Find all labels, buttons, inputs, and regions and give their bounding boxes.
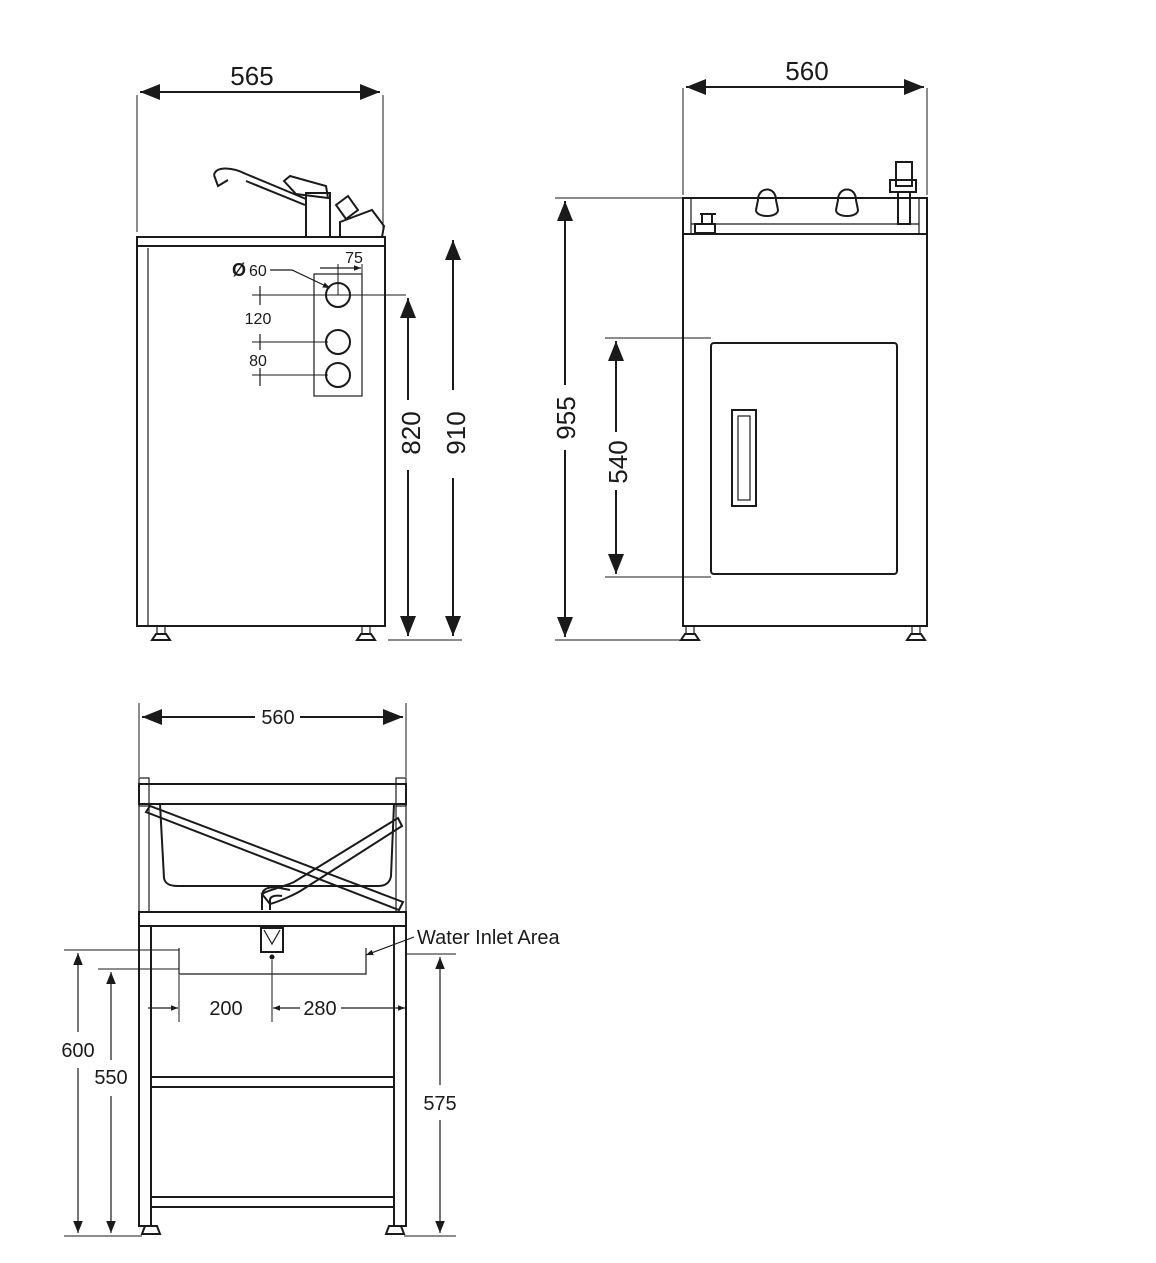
rear-width-label: 560 bbox=[261, 707, 294, 729]
front-height-955-dimension: 955 bbox=[551, 197, 683, 641]
rear-offset-dimension: 200 280 bbox=[148, 960, 407, 1022]
water-inlet-fitting-icon bbox=[260, 927, 284, 960]
hole-offset-dimension: 75 bbox=[320, 250, 363, 295]
side-height-820-label: 820 bbox=[396, 411, 426, 454]
diameter-symbol: Ø bbox=[232, 260, 246, 280]
rear-height-575-label: 575 bbox=[423, 1093, 456, 1115]
front-door-540-dimension: 540 bbox=[603, 337, 711, 578]
front-door-540-label: 540 bbox=[603, 440, 633, 483]
door-handle-icon bbox=[731, 409, 757, 507]
side-faucet-icon bbox=[213, 167, 386, 238]
soap-dispenser-icon bbox=[694, 213, 716, 234]
hole-spacing-bottom-label: 80 bbox=[249, 353, 267, 370]
side-width-dimension: 565 bbox=[136, 61, 384, 232]
rear-height-550-dimension: 550 bbox=[94, 968, 179, 1233]
water-inlet-area: Water Inlet Area bbox=[178, 927, 561, 975]
rear-shelf-rail bbox=[150, 1076, 395, 1088]
rear-bottom-rail bbox=[150, 1196, 395, 1208]
hole-spacing-top-label: 120 bbox=[245, 311, 272, 328]
drain-pipe-icon bbox=[261, 886, 291, 910]
side-width-label: 565 bbox=[230, 61, 273, 91]
front-cabinet-body bbox=[682, 233, 928, 627]
front-view: 560 bbox=[551, 56, 928, 641]
front-door bbox=[710, 342, 898, 575]
front-width-label: 560 bbox=[785, 56, 828, 86]
side-view: 565 Ø 60 bbox=[136, 61, 471, 641]
front-width-dimension: 560 bbox=[682, 56, 928, 195]
front-faucet-icon bbox=[889, 161, 917, 225]
water-inlet-callout-label: Water Inlet Area bbox=[417, 927, 561, 949]
rear-offset-280-label: 280 bbox=[303, 998, 336, 1020]
front-feet bbox=[679, 625, 927, 641]
hole-diameter-callout: Ø 60 bbox=[232, 260, 331, 289]
rear-height-600-label: 600 bbox=[61, 1040, 94, 1062]
front-sink-deck bbox=[682, 197, 928, 235]
side-height-820-dimension: 820 bbox=[396, 298, 426, 636]
side-hole-3 bbox=[325, 362, 351, 388]
rear-sink-basin bbox=[159, 803, 395, 887]
hole-spacing-dimension: 120 80 bbox=[245, 286, 406, 386]
rear-right-leg bbox=[393, 925, 407, 1227]
rear-height-575-dimension: 575 bbox=[404, 953, 457, 1237]
side-feet bbox=[150, 625, 377, 641]
front-height-955-label: 955 bbox=[551, 396, 581, 439]
rear-feet bbox=[140, 1225, 406, 1235]
rear-height-600-dimension: 600 bbox=[61, 949, 179, 1237]
rear-height-550-label: 550 bbox=[94, 1067, 127, 1089]
side-hole-2 bbox=[325, 329, 351, 355]
tap-knob-left-icon bbox=[754, 188, 780, 217]
rear-offset-200-label: 200 bbox=[209, 998, 242, 1020]
rear-cross-brace bbox=[144, 804, 405, 912]
side-countertop bbox=[136, 236, 386, 247]
tap-knob-right-icon bbox=[834, 188, 860, 217]
side-height-910-dimension: 910 bbox=[388, 240, 471, 641]
rear-top-rail bbox=[138, 783, 407, 805]
hole-offset-label: 75 bbox=[345, 250, 363, 267]
rear-view: 560 bbox=[61, 703, 561, 1237]
rear-width-dimension: 560 bbox=[138, 703, 407, 777]
side-height-910-label: 910 bbox=[441, 411, 471, 454]
rear-middle-rail bbox=[138, 911, 407, 927]
rear-left-leg bbox=[138, 925, 152, 1227]
hole-diameter-label: 60 bbox=[249, 263, 267, 280]
